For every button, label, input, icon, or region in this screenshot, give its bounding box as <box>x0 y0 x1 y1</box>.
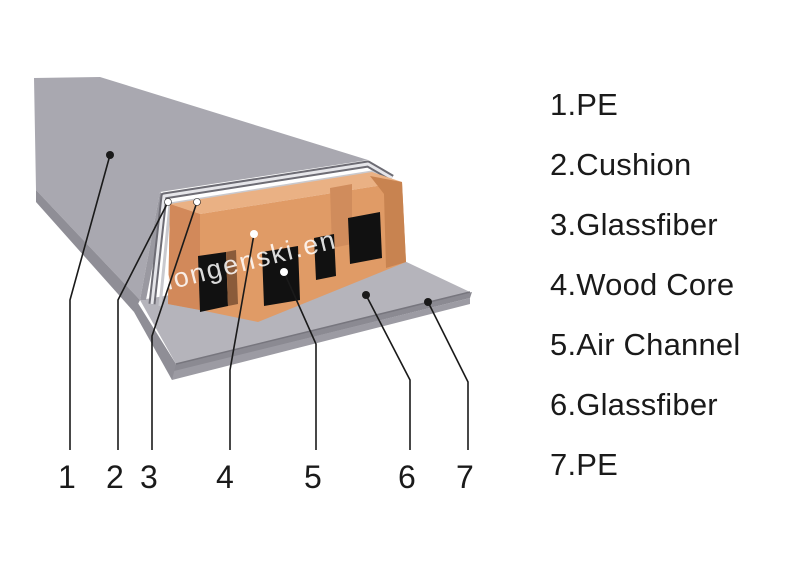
leader-dot-1 <box>106 151 114 159</box>
legend-item-4: 4.Wood Core <box>550 267 735 302</box>
air-channel-3 <box>314 234 336 280</box>
air-channel-4 <box>348 212 382 264</box>
callout-number-5: 5 <box>304 459 322 495</box>
base-pe-side <box>172 292 472 372</box>
top-pe-side <box>36 190 140 312</box>
callout-number-1: 1 <box>58 459 76 495</box>
leader-dot-5 <box>280 268 288 276</box>
callout-number-7: 7 <box>456 459 474 495</box>
leader-line-4 <box>229 233 255 450</box>
leader-line-1 <box>69 154 111 450</box>
base-edge <box>175 291 471 365</box>
wood-core-top <box>170 172 402 214</box>
leader-line-2 <box>117 201 169 450</box>
leader-dot-4 <box>250 230 258 238</box>
wood-core-shade-right <box>370 176 406 268</box>
wood-core-shade-mid <box>330 184 352 248</box>
leader-dot-7 <box>424 298 432 306</box>
leader-line-6 <box>365 294 411 450</box>
air-channel-2 <box>262 246 300 306</box>
callout-number-4: 4 <box>216 459 234 495</box>
legend-item-5: 5.Air Channel <box>550 327 741 362</box>
leader-dots <box>106 151 432 306</box>
leader-dot-2 <box>164 198 172 206</box>
callout-number-2: 2 <box>106 459 124 495</box>
air-channel-1-shade <box>226 250 238 306</box>
layer-legend: 1.PE 2.Cushion 3.Glassfiber 4.Wood Core … <box>550 84 790 504</box>
legend-item-2: 2.Cushion <box>550 147 692 182</box>
base-front-edge <box>134 300 176 380</box>
leader-dot-6 <box>362 291 370 299</box>
leader-line-3 <box>151 201 198 450</box>
base-underside <box>170 298 470 380</box>
legend-item-6: 6.Glassfiber <box>550 387 718 422</box>
leader-line-7 <box>427 301 469 450</box>
air-channel-1 <box>198 252 228 312</box>
callout-number-6: 6 <box>398 459 416 495</box>
legend-item-3: 3.Glassfiber <box>550 207 718 242</box>
leader-line-5 <box>283 271 317 450</box>
top-pe-sheet <box>34 77 368 300</box>
base-pe-top <box>140 258 470 364</box>
wood-core-shade-left <box>168 204 200 310</box>
legend-item-1: 1.PE <box>550 87 619 122</box>
callout-number-3: 3 <box>140 459 158 495</box>
leader-dot-3 <box>193 198 201 206</box>
leader-lines <box>69 154 469 450</box>
legend-item-7: 7.PE <box>550 447 619 482</box>
cushion-layer <box>150 162 393 305</box>
